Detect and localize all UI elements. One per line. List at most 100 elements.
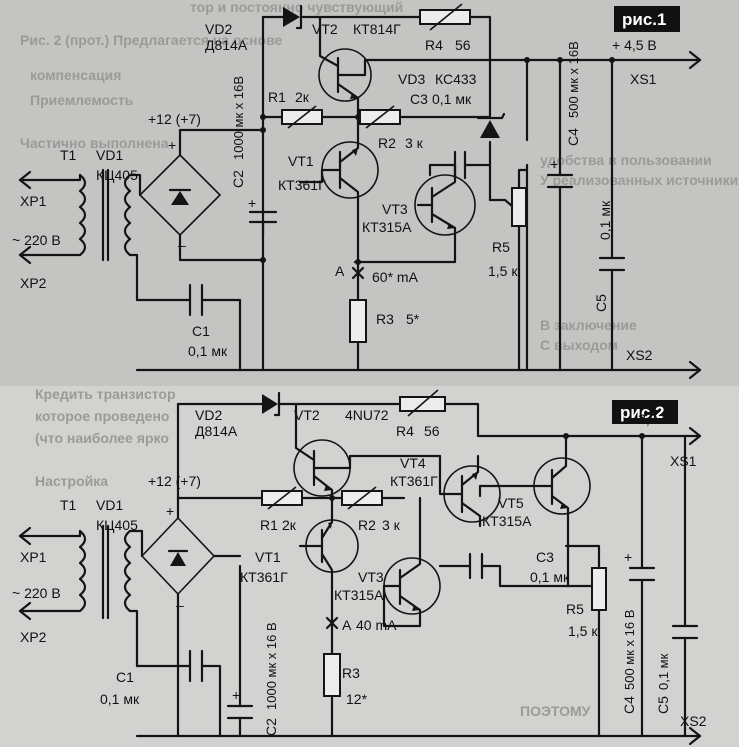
- figure-2-schematic: Кредить транзистор которое проведено (чт…: [12, 386, 707, 746]
- r1-value: 2к: [295, 89, 310, 105]
- mains-label: ~ 220 В: [12, 585, 61, 601]
- bg-text-line: Приемлемость: [30, 92, 134, 108]
- vt2-type: 4NU72: [345, 407, 389, 423]
- xs1-label: XS1: [670, 453, 697, 469]
- vd2-ref: VD2: [205, 21, 232, 37]
- xp1-label: XP1: [20, 193, 47, 209]
- figure-title: рис.2: [620, 403, 664, 422]
- c4-value: 500 мк х 16 В: [622, 610, 637, 690]
- r5-value: 1,5 к: [568, 623, 598, 639]
- c5-capacitor: [598, 256, 626, 272]
- output-voltage: + 3,0 В: [626, 411, 671, 427]
- figure-1-schematic: тор и постоянно чувствующий Рис. 2 (прот…: [12, 0, 738, 380]
- c4-capacitor: [628, 566, 656, 582]
- point-a: A: [335, 263, 345, 279]
- r5-value: 1,5 к: [488, 263, 518, 279]
- xs2-label: XS2: [680, 713, 707, 729]
- bridge-minus: –: [176, 597, 184, 613]
- bg-text-line: (что наиболее ярко: [35, 430, 169, 446]
- vd1-bridge-rectifier: [140, 516, 216, 596]
- vd1-bridge-rectifier: [138, 153, 222, 237]
- vt4-type: КТ361Г: [390, 473, 438, 489]
- bridge-minus: –: [178, 237, 186, 253]
- vt5-ref: VT5: [498, 495, 524, 511]
- xp1-label: XP1: [20, 549, 47, 565]
- vt2-transistor: [318, 15, 492, 119]
- r2-ref: R2: [378, 135, 396, 151]
- r2-value: 3 к: [382, 517, 401, 533]
- c2-plus: +: [232, 687, 240, 703]
- figure-2-panel: Кредить транзистор которое проведено (чт…: [0, 386, 739, 747]
- r3-value: 12*: [346, 691, 368, 707]
- vt1-type: КТ361Г: [278, 177, 326, 193]
- xp2-label: XP2: [20, 629, 47, 645]
- bg-text-line: Рис. 2 (прот.) Предлагается на основе: [20, 32, 283, 48]
- vt5-type: КТ315А: [482, 513, 532, 529]
- bridge-plus: +: [166, 503, 174, 519]
- bridge-plus: +: [168, 137, 176, 153]
- r5-potentiometer: [511, 187, 527, 227]
- figure-1-panel: тор и постоянно чувствующий Рис. 2 (прот…: [12, 0, 739, 380]
- xs2-label: XS2: [626, 347, 653, 363]
- c3-ref: C3: [536, 549, 554, 565]
- r1-ref: R1: [268, 89, 286, 105]
- vt4-ref: VT4: [400, 455, 426, 471]
- xs1-label: XS1: [630, 71, 657, 87]
- r3-resistor: [349, 299, 367, 343]
- bg-text-line: С выходом: [540, 337, 618, 353]
- r5-ref: R5: [566, 601, 584, 617]
- rail-voltage: +12 (+7): [148, 111, 201, 127]
- vd3-type: КС433: [435, 71, 477, 87]
- vd1-type: КЦ405: [96, 517, 138, 533]
- c2-ref: C2: [263, 718, 279, 736]
- c2-label: C2: [230, 170, 246, 188]
- c3-capacitor: [468, 552, 484, 580]
- c1-value: 0,1 мк: [100, 691, 140, 707]
- t1-ref: T1: [60, 497, 77, 513]
- r4-ref: R4: [396, 423, 414, 439]
- c4-value: 500 мк х 16В: [566, 41, 581, 118]
- bg-text-line: которое проведено: [35, 408, 169, 424]
- vd2-ref: VD2: [195, 407, 222, 423]
- vt2-ref: VT2: [294, 407, 320, 423]
- r3-ref: R3: [376, 311, 394, 327]
- vt1-transistor: [320, 115, 379, 237]
- current-label: 60* mA: [372, 269, 419, 285]
- c4-ref: C4: [565, 128, 581, 146]
- vt1-type: КТ361Г: [240, 569, 288, 585]
- vt3-ref: VT3: [382, 201, 408, 217]
- vd2-type: Д814А: [195, 423, 238, 439]
- r4-ref: R4: [425, 37, 443, 53]
- r1-ref: R1: [260, 517, 278, 533]
- bg-text-line: тор и постоянно чувствующий: [190, 0, 403, 15]
- r4-value: 56: [455, 37, 471, 53]
- t1-primary-winding: [78, 173, 87, 257]
- vt3-transistor: [382, 496, 441, 628]
- c4-ref: C4: [621, 696, 637, 714]
- output-voltage: + 4,5 В: [612, 37, 657, 53]
- t1-core: [101, 524, 110, 620]
- c5-value: 0,1 мк: [597, 200, 613, 240]
- bg-text-line: ПОЭТОМУ: [520, 703, 591, 719]
- vt3-type: КТ315А: [334, 587, 384, 603]
- r3-ref: R3: [342, 665, 360, 681]
- vd3-ref: VD3: [398, 71, 425, 87]
- r5-potentiometer: [591, 567, 607, 611]
- bg-text-line: Настройка: [35, 473, 108, 489]
- vd2-zener-diode: [283, 4, 303, 30]
- vt1-transistor: [298, 496, 359, 616]
- bg-text-line: Частично выполнена: [20, 135, 169, 151]
- t1-primary-winding: [78, 529, 87, 613]
- c3-value: 0,1 мк: [432, 91, 472, 107]
- c3-value: 0,1 мк: [530, 569, 570, 585]
- c1-capacitor: [188, 649, 204, 683]
- c5-capacitor: [671, 624, 699, 640]
- vd2-type: Д814А: [205, 37, 248, 53]
- vt5-transistor: [478, 434, 591, 588]
- r2-ref: R2: [358, 517, 376, 533]
- r5-ref: R5: [492, 239, 510, 255]
- point-a: A: [342, 617, 352, 633]
- vt1-ref: VT1: [288, 153, 314, 169]
- figure-title: рис.1: [622, 10, 666, 29]
